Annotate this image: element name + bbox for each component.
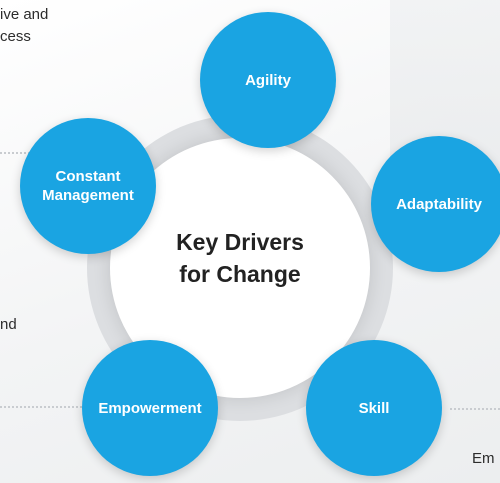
node-empowerment: Empowerment xyxy=(82,340,218,476)
node-adaptability: Adaptability xyxy=(371,136,500,272)
center-title: Key Drivers for Change xyxy=(140,226,340,290)
node-label: Agility xyxy=(245,71,291,89)
side-text-top-left-line1: ive and xyxy=(0,6,49,23)
node-skill: Skill xyxy=(306,340,442,476)
side-text-bottom-right: Em xyxy=(472,450,495,467)
side-text-mid-left: nd xyxy=(0,316,17,333)
node-constant-management: Constant Management xyxy=(20,118,156,254)
center-title-line2: for Change xyxy=(179,261,301,287)
node-label: Constant Management xyxy=(42,168,134,204)
dotted-divider-bottom-right xyxy=(450,408,500,410)
dotted-divider-bottom-left xyxy=(0,406,90,408)
node-agility: Agility xyxy=(200,12,336,148)
node-label: Adaptability xyxy=(396,195,482,213)
node-label: Skill xyxy=(358,399,390,417)
center-title-line1: Key Drivers xyxy=(176,229,304,255)
dotted-divider-top-left xyxy=(0,152,30,154)
side-text-top-left-line2: cess xyxy=(0,28,31,45)
node-label: Empowerment xyxy=(98,399,202,417)
